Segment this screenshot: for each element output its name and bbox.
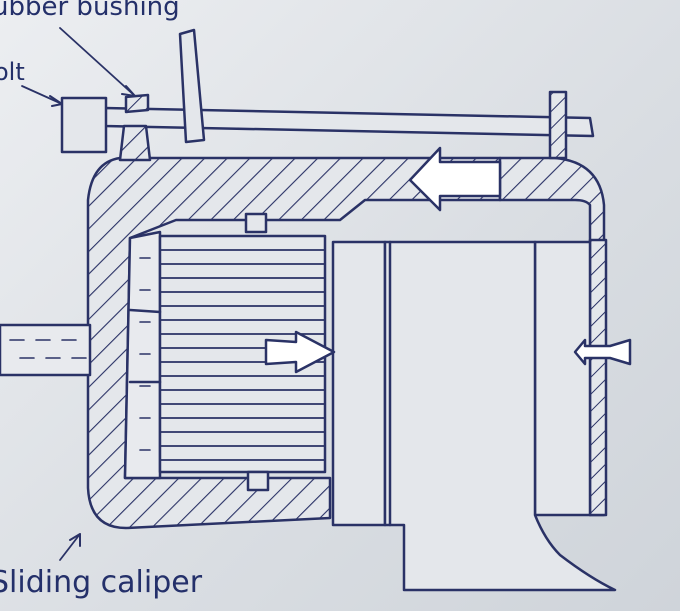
rubber-bushing — [124, 93, 150, 114]
bolt-head — [60, 96, 108, 154]
fluid-chamber — [123, 230, 162, 480]
fluid-inlet-line — [0, 323, 92, 377]
bolt-stem-left — [118, 124, 152, 162]
fluid-arrow-a — [128, 308, 162, 314]
seal-bottom — [246, 470, 270, 492]
leader-lines — [21, 27, 136, 561]
outer-brake-pad — [533, 240, 592, 517]
disc-hatched — [588, 238, 608, 517]
inner-brake-pad — [331, 240, 387, 527]
sliding-caliper-label: Sliding caliper — [0, 565, 203, 600]
right-post — [548, 90, 568, 160]
seal-top — [244, 212, 268, 234]
force-arrow-piston — [264, 330, 336, 374]
brake-disc — [383, 240, 617, 592]
force-arrow-top — [408, 146, 502, 212]
rubber-bushing-label: ubber bushing — [0, 0, 180, 22]
bracket-plate — [178, 28, 206, 144]
fluid-dashes — [9, 257, 151, 451]
bolt-label: olt — [0, 58, 25, 86]
leader-arrowheads — [49, 85, 136, 547]
force-arrow-outer — [573, 338, 632, 366]
guide-rod — [103, 106, 595, 138]
